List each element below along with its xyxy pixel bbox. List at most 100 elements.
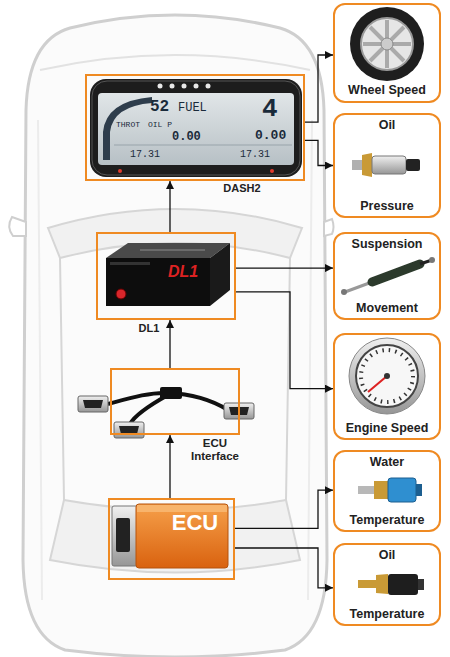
connector-arrow	[236, 267, 333, 268]
pressure-sensor	[372, 156, 406, 174]
dash-display	[90, 79, 302, 177]
lcd-readout: 0.00	[172, 131, 201, 143]
node-label: Movement	[335, 301, 439, 315]
connector-arrow	[305, 55, 333, 122]
node-label: Temperature	[335, 513, 439, 527]
car-outline	[23, 15, 327, 657]
dl1-logger	[106, 243, 230, 306]
interface-cable	[130, 395, 168, 424]
pressure-sensor	[352, 160, 362, 170]
dash-display	[182, 84, 187, 89]
node-label: ECU Interface	[180, 437, 250, 463]
wheel-icon	[381, 38, 393, 50]
oil-temp-sensor	[358, 580, 376, 588]
lcd-readout: 52	[150, 99, 169, 115]
water-temp-sensor	[416, 484, 422, 496]
dash-display	[98, 93, 294, 165]
dl1-logger	[210, 243, 230, 306]
db9-connector	[114, 422, 144, 438]
device-marking: DL1	[168, 264, 198, 280]
pressure-sensor	[362, 153, 372, 177]
node-label: ECU	[160, 510, 230, 535]
car-outline	[40, 55, 310, 70]
sensor-panel	[333, 333, 441, 440]
tacho-icon	[349, 338, 425, 414]
suspension-pot	[372, 264, 420, 282]
sensor-box: OilTemperature	[333, 543, 441, 626]
oil-temp-sensor	[388, 574, 418, 595]
dl1-logger	[110, 262, 150, 265]
device-box: ECU Interface	[110, 368, 240, 435]
dash-display	[92, 81, 300, 175]
dash-display	[118, 169, 122, 173]
ecu-unit	[116, 518, 130, 552]
dl1-logger	[140, 249, 205, 251]
node-label: Temperature	[335, 607, 439, 621]
sensor-panel	[333, 450, 441, 532]
suspension-pot	[341, 257, 435, 295]
dash-display	[114, 145, 292, 146]
suspension-pot	[341, 289, 347, 295]
lcd-readout: FUEL	[178, 102, 207, 114]
tacho-icon	[356, 345, 418, 407]
dash-display	[90, 79, 302, 177]
water-temp-sensor	[374, 481, 388, 499]
oil-temp-sensor	[418, 579, 424, 590]
water-temp-sensor	[388, 478, 416, 502]
db9-connector	[83, 400, 103, 408]
dash-display	[270, 169, 274, 173]
node-label: Suspension	[335, 237, 439, 251]
interface-cable	[78, 387, 254, 438]
db9-connector	[114, 422, 144, 438]
dl1-logger	[116, 289, 126, 299]
lcd-readout: THROT	[116, 121, 140, 129]
device-box: ECU	[108, 498, 235, 580]
dl1-logger	[106, 243, 230, 258]
tacho-icon	[384, 373, 390, 379]
wheel-icon	[363, 20, 411, 68]
connector-arrow	[235, 490, 333, 528]
car-outline	[9, 217, 26, 236]
device-box: DL1	[96, 232, 236, 320]
node-label: Wheel Speed	[335, 83, 439, 97]
connector-arrow	[169, 435, 170, 498]
car-outline	[60, 258, 290, 500]
node-label: Oil	[335, 548, 439, 562]
dash-display	[158, 84, 163, 89]
connector-arrow	[236, 292, 333, 389]
wheel-icon	[350, 7, 424, 81]
db9-connector	[78, 396, 108, 412]
sensor-box: OilPressure	[333, 113, 441, 218]
pressure-sensor	[352, 153, 420, 177]
dash-display	[194, 84, 199, 89]
lcd-readout: OIL P	[148, 121, 172, 129]
interface-cable	[160, 387, 182, 399]
node-label: Pressure	[335, 199, 439, 213]
connector-arrow	[169, 320, 170, 368]
sensor-box: SuspensionMovement	[333, 232, 441, 320]
tacho-icon	[361, 350, 413, 402]
car-outline	[324, 219, 334, 236]
oil-temp-sensor	[358, 574, 424, 595]
node-label: Water	[335, 455, 439, 469]
sensor-panel	[333, 3, 441, 626]
water-temp-sensor	[358, 478, 422, 502]
pressure-sensor	[406, 159, 420, 171]
sensor-box: Engine Speed	[333, 333, 441, 440]
wheel-icon	[361, 18, 413, 70]
car-outline	[9, 15, 333, 657]
node-label: DASH2	[212, 182, 272, 195]
tacho-icon	[368, 376, 387, 392]
node-label: DL1	[132, 322, 166, 335]
lcd-readout: 0.00	[255, 129, 286, 142]
dash-display	[170, 84, 175, 89]
db9-connector	[119, 426, 139, 434]
connector-arrow	[235, 548, 333, 588]
node-label: Oil	[335, 118, 439, 132]
connector-arrow	[169, 181, 170, 232]
wheel-icon	[350, 7, 424, 81]
dash-display	[206, 84, 211, 89]
